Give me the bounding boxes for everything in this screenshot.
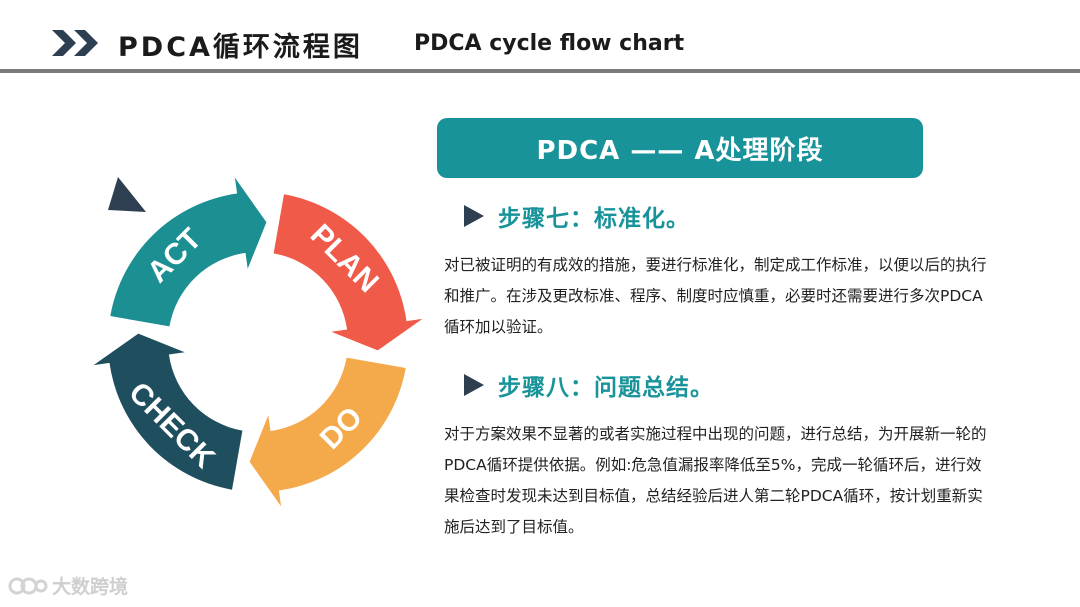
- page-title: PDCA循环流程图: [118, 32, 363, 63]
- step-seven-text: 对已被证明的有成效的措施，要进行标准化，制定成工作标准，以便以后的执行和推广。在…: [444, 256, 987, 336]
- watermark: 大数跨境: [8, 572, 128, 599]
- triangle-bullet-icon: [464, 205, 484, 227]
- stage-header-bar: PDCA —— A处理阶段: [437, 118, 923, 178]
- step-seven-heading: 步骤七：标准化。: [464, 199, 690, 233]
- header-divider: [0, 69, 1080, 73]
- cycle-arrow-act: [110, 177, 267, 327]
- cycle-arrow-check: [93, 333, 243, 490]
- step-eight-text: 对于方案效果不显著的或者实施过程中出现的问题，进行总结，为开展新一轮的PDCA循…: [444, 425, 987, 536]
- watermark-logo-icon: [8, 577, 48, 594]
- stage-title: PDCA —— A处理阶段: [536, 135, 824, 166]
- double-chevron-icon: [52, 30, 98, 56]
- step-eight-title: 步骤八：问题总结。: [498, 375, 714, 401]
- step-seven-title: 步骤七：标准化。: [498, 206, 690, 232]
- page-subtitle: PDCA cycle flow chart: [414, 31, 685, 56]
- cycle-segments: [93, 177, 423, 507]
- watermark-text: 大数跨境: [52, 576, 129, 598]
- cycle-arrow-do: [249, 357, 406, 507]
- step-eight-heading: 步骤八：问题总结。: [464, 368, 714, 402]
- cycle-corner-marker: [108, 177, 146, 212]
- header: PDCA循环流程图 PDCA cycle flow chart: [0, 0, 1080, 75]
- triangle-bullet-icon: [464, 374, 484, 396]
- cycle-arrow-plan: [273, 194, 423, 351]
